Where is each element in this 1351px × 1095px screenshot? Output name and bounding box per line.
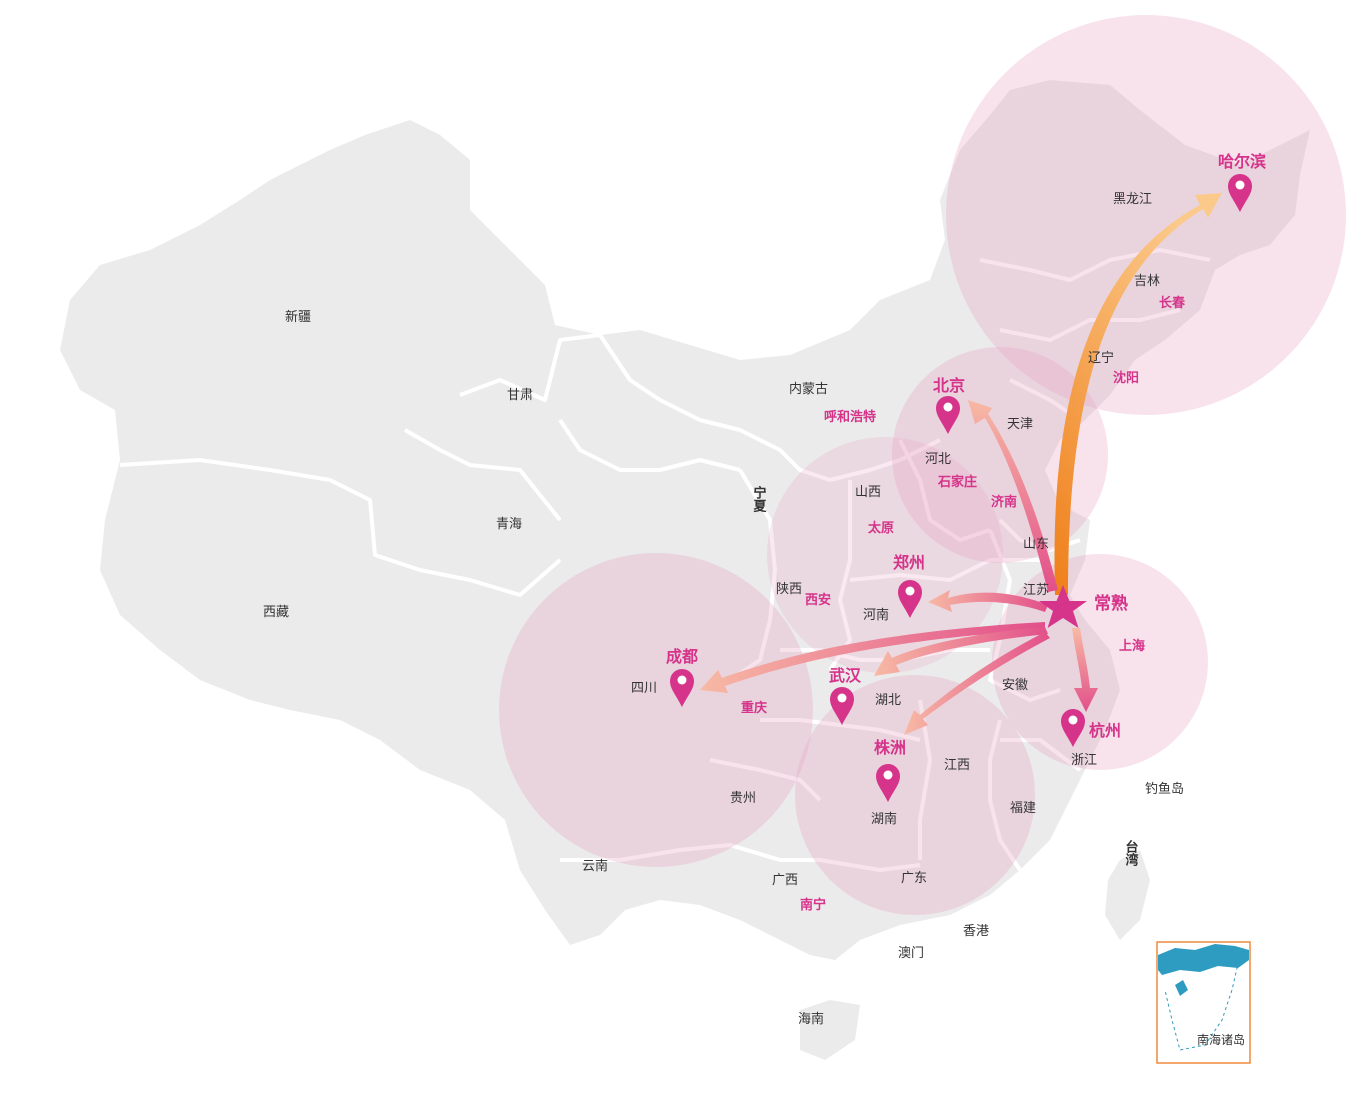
city-label-harbin: 哈尔滨 <box>1218 152 1266 171</box>
province-label-jiangxi: 江西 <box>944 758 970 773</box>
map-pin-icon <box>830 687 854 725</box>
city-label-zhuzhou: 株洲 <box>874 738 906 757</box>
capital-label-changchun: 长春 <box>1159 295 1186 311</box>
pin-chengdu <box>670 669 694 707</box>
capital-label-shanghai: 上海 <box>1119 638 1145 654</box>
pin-beijing <box>936 396 960 434</box>
china-landmass <box>60 80 1310 1060</box>
coverage-circle-south <box>795 675 1035 915</box>
coverage-circle-northeast <box>946 15 1346 415</box>
province-label-taiwan: 台湾 <box>1123 839 1139 867</box>
province-label-gansu: 甘肃 <box>507 388 533 403</box>
coverage-circle-southwest <box>499 553 813 867</box>
capital-label-taiyuan: 太原 <box>867 520 894 536</box>
pin-wuhan <box>830 687 854 725</box>
destination-pins <box>670 174 1252 802</box>
route-arrows <box>700 193 1222 735</box>
route-arrow-zhengzhou <box>928 590 1048 612</box>
coverage-circle-central <box>767 437 1003 673</box>
capital-labels: 呼和浩特 石家庄 济南 太原 西安 上海 长春 沈阳 重庆 南宁 <box>741 295 1186 913</box>
province-label-hunan: 湖南 <box>871 811 897 827</box>
province-label-hainan: 海南 <box>798 1011 824 1027</box>
province-label-jiangsu: 江苏 <box>1023 582 1049 598</box>
map-pin-icon <box>876 764 900 802</box>
city-label-zhengzhou: 郑州 <box>893 553 925 572</box>
pin-zhuzhou <box>876 764 900 802</box>
map-pin-icon <box>670 669 694 707</box>
capital-label-huhehaote: 呼和浩特 <box>824 409 876 425</box>
province-label-qinghai: 青海 <box>496 517 522 532</box>
province-label-diaoyudao: 钓鱼岛 <box>1145 781 1184 797</box>
pin-hangzhou <box>1061 709 1085 747</box>
route-arrow-beijing <box>968 400 1058 592</box>
coverage-circles <box>499 15 1346 915</box>
province-label-xinjiang: 新疆 <box>285 309 311 325</box>
route-arrow-chengdu <box>700 622 1045 693</box>
province-label-neimenggu: 内蒙古 <box>789 381 828 397</box>
pin-zhengzhou <box>898 580 922 618</box>
map-pin-icon <box>1061 709 1085 747</box>
capital-label-shenyang: 沈阳 <box>1113 370 1139 386</box>
province-label-hongkong: 香港 <box>963 924 989 939</box>
capital-label-chongqing: 重庆 <box>741 700 767 716</box>
province-label-henan: 河南 <box>863 607 889 623</box>
capital-label-nanning: 南宁 <box>800 897 826 913</box>
capital-label-xian: 西安 <box>805 592 831 608</box>
province-label-yunnan: 云南 <box>582 858 608 874</box>
province-label-macau: 澳门 <box>898 945 924 961</box>
province-label-fujian: 福建 <box>1010 801 1036 816</box>
route-arrow-hangzhou <box>1072 628 1098 712</box>
hub-label: 常熟 <box>1094 593 1128 614</box>
pin-harbin <box>1228 174 1252 212</box>
province-label-heilongjiang: 黑龙江 <box>1113 192 1152 207</box>
capital-label-shijiazhuang: 石家庄 <box>937 474 977 490</box>
map-pin-icon <box>936 396 960 434</box>
province-labels: 新疆 甘肃 内蒙古 青海 西藏 宁夏 山西 陕西 河南 河北 天津 山东 江苏 … <box>263 192 1184 1027</box>
province-label-hubei: 湖北 <box>875 693 901 708</box>
route-arrow-wuhan <box>874 627 1048 676</box>
province-label-liaoning: 辽宁 <box>1088 350 1114 366</box>
map-pin-icon <box>898 580 922 618</box>
province-label-guangxi: 广西 <box>772 873 798 888</box>
province-label-tianjin: 天津 <box>1007 417 1033 432</box>
destination-labels: 哈尔滨 北京 郑州 成都 武汉 株洲 杭州 <box>666 152 1266 757</box>
city-label-chengdu: 成都 <box>666 647 698 666</box>
province-label-guangdong: 广东 <box>901 871 927 886</box>
city-label-beijing: 北京 <box>933 376 965 395</box>
province-label-sichuan: 四川 <box>631 681 657 696</box>
route-arrow-zhuzhou <box>904 632 1050 735</box>
inset-label: 南海诸岛 <box>1197 1032 1245 1047</box>
hub-changshu: 常熟 <box>1039 585 1128 628</box>
province-label-anhui: 安徽 <box>1002 678 1028 693</box>
province-label-xizang: 西藏 <box>263 605 289 620</box>
south-china-sea-inset: 南海诸岛 <box>1156 941 1251 1064</box>
capital-label-jinan: 济南 <box>991 494 1017 510</box>
province-label-zhejiang: 浙江 <box>1071 753 1097 768</box>
province-label-shaanxi: 陕西 <box>776 582 802 597</box>
province-label-jilin: 吉林 <box>1134 274 1160 289</box>
province-label-hebei: 河北 <box>925 452 951 467</box>
city-label-hangzhou: 杭州 <box>1089 721 1121 740</box>
province-label-guizhou: 贵州 <box>730 791 756 806</box>
city-label-wuhan: 武汉 <box>829 666 862 685</box>
province-label-ningxia: 宁夏 <box>751 485 768 513</box>
star-icon <box>1039 585 1087 628</box>
province-label-shandong: 山东 <box>1023 537 1049 552</box>
map-pin-icon <box>1228 174 1252 212</box>
province-label-shanxi: 山西 <box>855 485 881 500</box>
